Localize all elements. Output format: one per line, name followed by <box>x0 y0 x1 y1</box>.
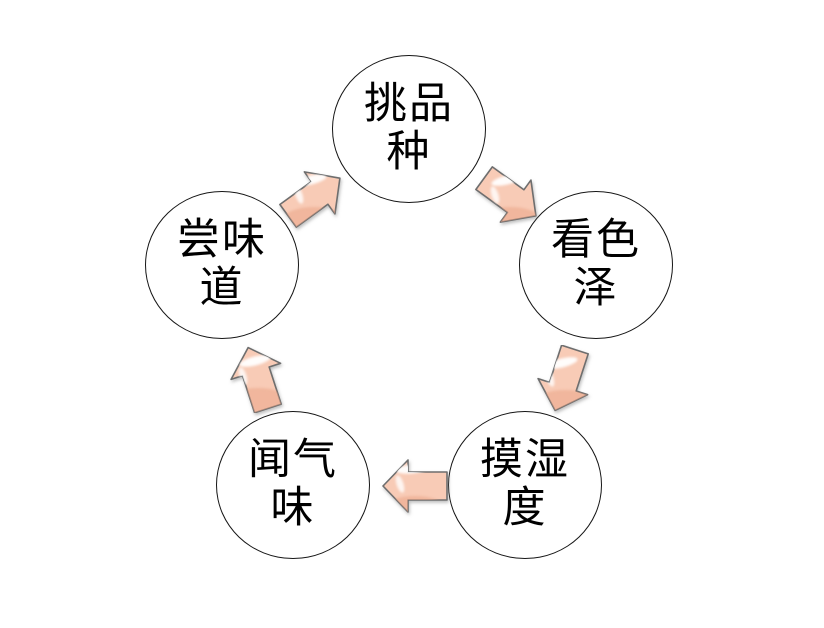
node-check-color: 看色 泽 <box>519 191 673 339</box>
node-taste-flavor: 尝味 道 <box>145 191 299 339</box>
node-taste-flavor-label: 尝味 道 <box>177 217 267 312</box>
node-pick-variety-label: 挑品 种 <box>364 81 454 176</box>
cycle-arrow-icon <box>475 162 545 232</box>
node-check-color-label: 看色 泽 <box>551 217 641 312</box>
cycle-arrow-icon <box>223 343 293 413</box>
cycle-arrow-icon <box>530 345 600 415</box>
node-feel-moisture: 摸湿 度 <box>448 411 602 559</box>
node-smell-odor: 闻气 味 <box>216 411 370 559</box>
node-pick-variety: 挑品 种 <box>332 55 486 203</box>
node-smell-odor-label: 闻气 味 <box>248 437 338 532</box>
cycle-arrow-icon <box>380 451 450 521</box>
node-feel-moisture-label: 摸湿 度 <box>480 437 570 532</box>
cycle-arrow-icon <box>279 162 349 232</box>
